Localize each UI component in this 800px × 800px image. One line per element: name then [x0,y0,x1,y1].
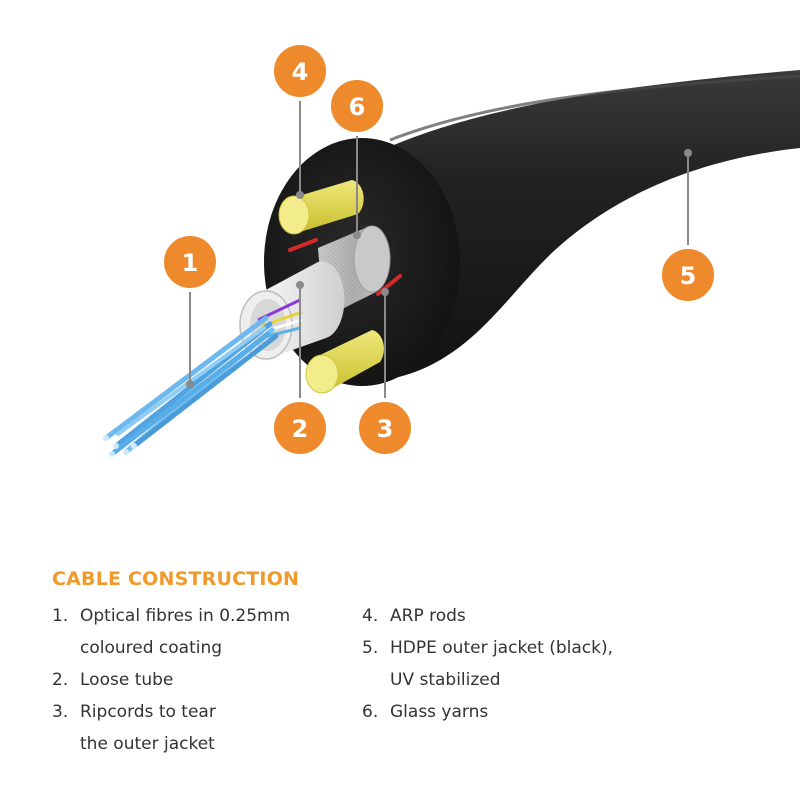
badge-6: 6 [327,76,387,136]
legend-item-5-text-line1: HDPE outer jacket (black), [390,638,614,658]
arp-rod-top [278,180,364,235]
legend-title: CABLE CONSTRUCTION [52,568,300,590]
badge-1: 1 [160,232,220,292]
leader-dot-2 [296,281,304,289]
legend-item-1-text-line2: coloured coating [80,638,223,658]
legend-item-2-number: 2. [52,670,69,690]
badge-5: 5 [658,245,718,305]
legend-item-3-text-line2: the outer jacket [80,734,215,754]
leader-dot-1 [186,380,194,388]
legend-item-6-text-line1: Glass yarns [390,702,489,722]
legend-column-left: 1. Optical fibres in 0.25mm coloured coa… [52,600,362,760]
legend-columns: 1. Optical fibres in 0.25mm coloured coa… [52,600,772,760]
jacket-highlight [389,74,800,142]
badge-3-label: 3 [377,415,394,443]
legend-item-2-text-line1: Loose tube [80,670,174,690]
badge-5-label: 5 [680,262,697,290]
badge-6-label: 6 [349,93,366,121]
legend-item-1-text-line1: Optical fibres in 0.25mm [80,606,291,626]
leader-dot-3 [381,288,389,296]
cable-cross-section-diagram: 1 2 3 4 5 6 [103,41,800,458]
badge-4: 4 [270,41,330,101]
legend-item-1: 1. Optical fibres in 0.25mm coloured coa… [52,600,362,664]
legend-item-6: 6. Glass yarns [362,696,672,728]
legend-item-2: 2. Loose tube [52,664,362,696]
leader-dot-4 [296,191,304,199]
badge-3: 3 [355,398,415,458]
legend-column-right: 4. ARP rods 5. HDPE outer jacket (black)… [362,600,672,760]
optical-fibres [103,315,279,457]
legend-item-5-number: 5. [362,638,379,658]
legend: CABLE CONSTRUCTION 1. Optical fibres in … [52,568,772,760]
ripcord-top [288,238,318,252]
legend-item-3-text-line1: Ripcords to tear [80,702,216,722]
legend-item-4-text-line1: ARP rods [390,606,466,626]
legend-item-3: 3. Ripcords to tear the outer jacket [52,696,362,760]
leader-dot-5 [684,149,692,157]
badge-4-label: 4 [292,58,309,86]
legend-item-1-number: 1. [52,606,69,626]
legend-item-3-number: 3. [52,702,69,722]
badge-2-label: 2 [292,415,309,443]
legend-item-4: 4. ARP rods [362,600,672,632]
legend-item-4-number: 4. [362,606,379,626]
legend-item-6-number: 6. [362,702,379,722]
leader-lines [186,100,692,405]
leader-dot-6 [353,231,361,239]
legend-item-5: 5. HDPE outer jacket (black), UV stabili… [362,632,672,696]
badge-1-label: 1 [182,249,199,277]
badge-2: 2 [270,398,330,458]
arp-rod-bottom [305,330,384,394]
legend-item-5-text-line2: UV stabilized [390,670,501,690]
